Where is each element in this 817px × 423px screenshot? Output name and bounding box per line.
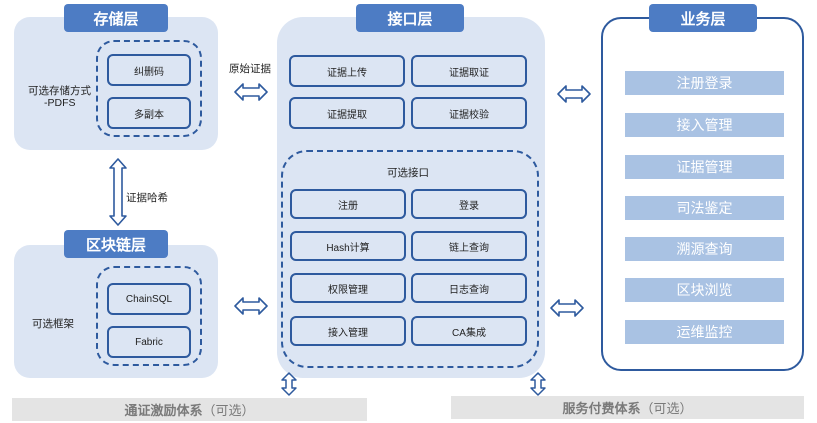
storage-option-label-2: -PDFS <box>44 97 76 109</box>
interface-layer-title: 接口层 <box>356 4 464 32</box>
blockchain-interface-arrow <box>234 297 268 315</box>
business-layer-title: 业务层 <box>649 4 757 32</box>
evidence-hash-label: 证据哈希 <box>126 192 168 204</box>
chain-query-box: 链上查询 <box>411 231 527 261</box>
permission-management-box: 权限管理 <box>290 273 406 303</box>
chainsql-box: ChainSQL <box>107 283 191 315</box>
raw-evidence-label: 原始证据 <box>229 63 271 75</box>
evidence-obtain-box: 证据取证 <box>411 55 527 87</box>
payment-system-arrow <box>530 372 546 396</box>
service-ops-monitoring: 运维监控 <box>625 320 784 344</box>
storage-option-label-1: 可选存储方式 <box>28 85 91 97</box>
optional-interfaces-title: 可选接口 <box>387 167 429 179</box>
interface-business-arrow-top <box>557 85 591 103</box>
service-traceability-query: 溯源查询 <box>625 237 784 261</box>
service-block-browser: 区块浏览 <box>625 278 784 302</box>
login-box: 登录 <box>411 189 527 219</box>
service-judicial-appraisal: 司法鉴定 <box>625 196 784 220</box>
storage-layer-title: 存储层 <box>64 4 168 32</box>
access-management-box: 接入管理 <box>290 316 406 346</box>
fabric-box: Fabric <box>107 326 191 358</box>
evidence-upload-box: 证据上传 <box>289 55 405 87</box>
evidence-hash-arrow <box>109 158 127 226</box>
service-payment-bar: 服务付费体系 （可选） <box>451 396 804 419</box>
service-payment-label: 服务付费体系 <box>562 401 641 416</box>
incentive-system-arrow <box>281 372 297 396</box>
framework-options-group <box>96 266 202 366</box>
log-query-box: 日志查询 <box>411 273 527 303</box>
service-payment-optional: （可选） <box>640 401 693 416</box>
blockchain-layer-title: 区块链层 <box>64 230 168 258</box>
service-access-management: 接入管理 <box>625 113 784 137</box>
evidence-verify-box: 证据校验 <box>411 97 527 129</box>
evidence-extract-box: 证据提取 <box>289 97 405 129</box>
storage-interface-arrow <box>234 83 268 101</box>
ca-integration-box: CA集成 <box>411 316 527 346</box>
multi-replica-box: 多副本 <box>107 97 191 129</box>
storage-options-group <box>96 40 202 137</box>
token-incentive-label: 通证激励体系 <box>124 403 203 418</box>
erasure-code-box: 纠删码 <box>107 54 191 86</box>
token-incentive-optional: （可选） <box>202 403 255 418</box>
register-box: 注册 <box>290 189 406 219</box>
optional-interfaces-group <box>281 150 539 368</box>
service-register-login: 注册登录 <box>625 71 784 95</box>
hash-compute-box: Hash计算 <box>290 231 406 261</box>
service-evidence-management: 证据管理 <box>625 155 784 179</box>
interface-business-arrow-bottom <box>550 299 584 317</box>
token-incentive-bar: 通证激励体系 （可选） <box>12 398 367 421</box>
framework-option-label: 可选框架 <box>32 318 74 330</box>
